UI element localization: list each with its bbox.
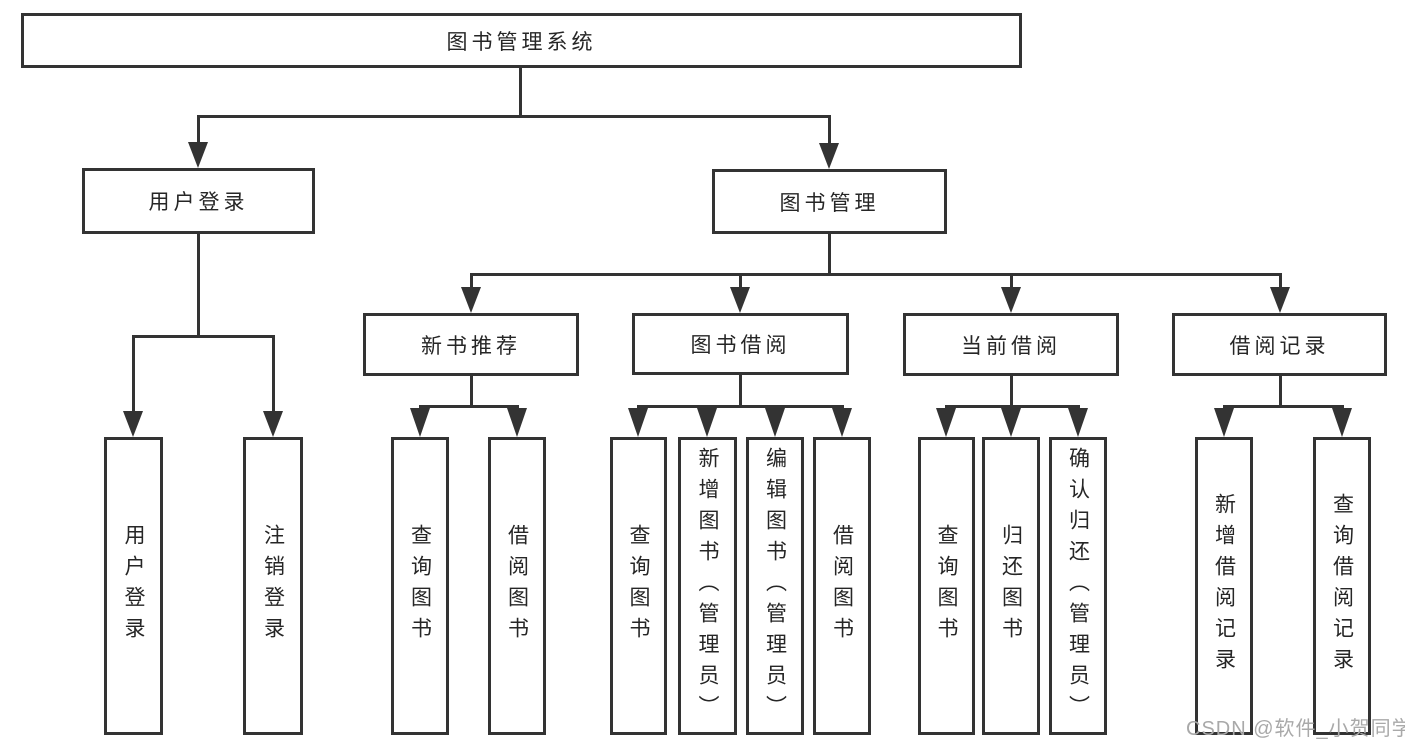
leaf-query-borrow-record: 查询借阅记录 <box>1313 437 1371 735</box>
connector-root-drop-left <box>197 115 200 145</box>
leaf-edit-book-admin: 编辑图书（管理员） <box>746 437 804 735</box>
connector-bookmgmt-drop3 <box>1010 273 1013 289</box>
leaf-add-book-admin: 新增图书（管理员） <box>678 437 737 735</box>
connector-arrowhead <box>765 408 785 437</box>
connector-borrowrecord-hline <box>1223 405 1344 408</box>
connector-newbook-stub <box>470 376 473 408</box>
connector-arrowhead <box>1068 408 1088 437</box>
connector-arrowhead <box>507 408 527 437</box>
node-borrow-record: 借阅记录 <box>1172 313 1387 376</box>
connector-arrowhead <box>936 408 956 437</box>
connector-arrowhead <box>461 287 481 313</box>
node-user-login: 用户登录 <box>82 168 315 234</box>
connector-arrowhead <box>1332 408 1352 437</box>
connector-arrowhead <box>730 287 750 313</box>
connector-bookmgmt-drop4 <box>1279 273 1282 289</box>
connector-bookborrow-stub <box>739 375 742 408</box>
watermark-text: CSDN @软件_小贺同学 <box>1186 718 1405 740</box>
node-current-borrow: 当前借阅 <box>903 313 1119 376</box>
connector-root-drop-right <box>828 115 831 145</box>
connector-bookborrow-hline <box>637 405 844 408</box>
leaf-add-borrow-record: 新增借阅记录 <box>1195 437 1253 735</box>
leaf-logout: 注销登录 <box>243 437 303 735</box>
leaf-query-books-recommend: 查询图书 <box>391 437 449 735</box>
connector-borrowrecord-stub <box>1279 376 1282 408</box>
leaf-borrow-books: 借阅图书 <box>813 437 871 735</box>
connector-userlogin-drop2 <box>272 335 275 413</box>
leaf-borrow-books-recommend: 借阅图书 <box>488 437 546 735</box>
connector-bookmgmt-stub <box>828 234 831 275</box>
connector-userlogin-hline <box>132 335 275 338</box>
connector-arrowhead <box>1001 408 1021 437</box>
leaf-return-books: 归还图书 <box>982 437 1040 735</box>
node-book-management: 图书管理 <box>712 169 947 234</box>
connector-arrowhead <box>1270 287 1290 313</box>
connector-currentborrow-stub <box>1010 376 1013 408</box>
leaf-confirm-return-admin: 确认归还（管理员） <box>1049 437 1107 735</box>
connector-arrowhead <box>410 408 430 437</box>
leaf-query-books-current: 查询图书 <box>918 437 975 735</box>
node-library-management-system: 图书管理系统 <box>21 13 1022 68</box>
connector-arrowhead <box>628 408 648 437</box>
connector-bookmgmt-drop2 <box>739 273 742 289</box>
connector-arrowhead <box>123 411 143 437</box>
connector-arrowhead <box>832 408 852 437</box>
connector-bookmgmt-drop1 <box>470 273 473 289</box>
connector-bookmgmt-hline <box>470 273 1281 276</box>
connector-arrowhead <box>263 411 283 437</box>
connector-arrowhead <box>697 408 717 437</box>
leaf-query-books-borrow: 查询图书 <box>610 437 667 735</box>
connector-userlogin-drop1 <box>132 335 135 413</box>
leaf-user-login: 用户登录 <box>104 437 163 735</box>
connector-root-stub <box>519 68 522 117</box>
connector-arrowhead <box>188 142 208 168</box>
connector-newbook-hline <box>419 405 519 408</box>
node-new-book-recommend: 新书推荐 <box>363 313 579 376</box>
connector-arrowhead <box>1214 408 1234 437</box>
connector-root-hline <box>197 115 831 118</box>
connector-arrowhead <box>819 143 839 169</box>
connector-currentborrow-hline <box>945 405 1080 408</box>
connector-arrowhead <box>1001 287 1021 313</box>
node-book-borrow: 图书借阅 <box>632 313 849 375</box>
connector-userlogin-stub <box>197 234 200 338</box>
